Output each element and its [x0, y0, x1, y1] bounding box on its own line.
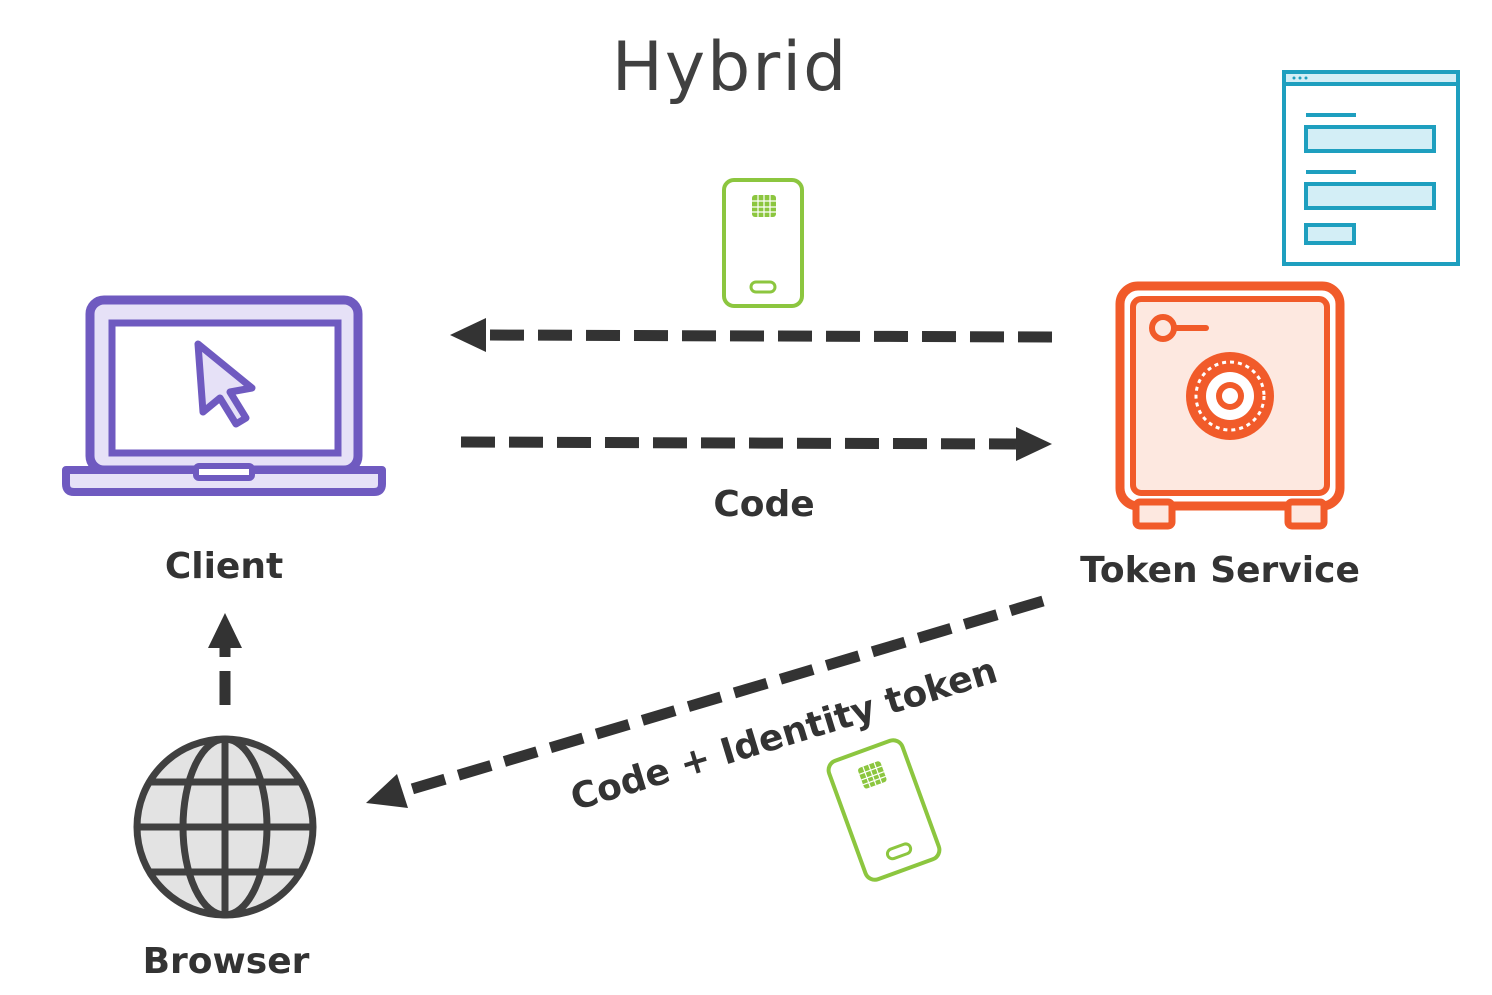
edge-label-code: Code: [713, 484, 815, 525]
arrow-token-to-client: [450, 318, 1053, 352]
safe-vault-icon: [1115, 281, 1345, 530]
phone-token-icon-rotated: [826, 738, 942, 882]
globe-icon: [133, 735, 317, 919]
arrow-browser-to-client: [208, 613, 242, 705]
diagram-title: Hybrid: [611, 28, 849, 107]
token-service-label: Token Service: [1080, 550, 1360, 591]
arrow-token-to-browser: [366, 595, 1045, 808]
laptop-cursor-icon: [62, 295, 386, 496]
browser-label: Browser: [142, 941, 310, 982]
phone-token-icon: [722, 178, 804, 308]
arrow-client-to-token: [460, 427, 1052, 461]
web-form-icon: [1282, 70, 1460, 266]
cursor-icon: [194, 340, 256, 428]
client-label: Client: [164, 546, 284, 587]
